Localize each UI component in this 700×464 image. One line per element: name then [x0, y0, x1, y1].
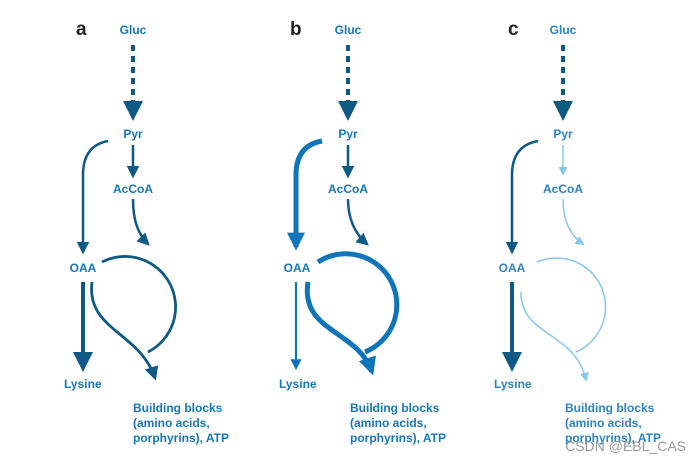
panel-letter-b: b: [290, 19, 302, 40]
accoa-label: AcCoA: [113, 182, 153, 196]
panel-a: a Gluc Pyr AcCoA OAA Lysine Building blo…: [64, 19, 229, 445]
oaa-label: OAA: [70, 261, 97, 275]
pyr-label: Pyr: [338, 127, 358, 141]
cycle-to-building-blocks-arrow: [520, 291, 589, 382]
lysine-label: Lysine: [279, 377, 317, 391]
tca-cycle-arc: [101, 255, 177, 354]
panel-letter-a: a: [76, 19, 87, 40]
panel-c: c Gluc Pyr AcCoA OAA Lysine Building blo…: [494, 19, 661, 445]
panel-b: b Gluc Pyr AcCoA OAA Lysine Building blo…: [279, 19, 446, 445]
tca-cycle-arc: [316, 251, 400, 355]
accoa-to-cycle-arrow: [346, 198, 369, 246]
lysine-label: Lysine: [64, 377, 102, 391]
cycle-to-building-blocks-arrow: [304, 281, 376, 376]
pyr-to-oaa-arrow: [76, 139, 109, 255]
pyr-label: Pyr: [123, 127, 143, 141]
cycle-to-building-blocks-arrow: [90, 281, 159, 381]
building-blocks-line1: Building blocks: [565, 401, 655, 415]
building-blocks-line1: Building blocks: [350, 401, 440, 415]
lysine-label: Lysine: [494, 377, 532, 391]
gluc-label: Gluc: [550, 23, 577, 37]
building-blocks-line3: porphyrins), ATP: [350, 431, 446, 445]
pyr-to-oaa-arrow: [287, 138, 323, 251]
accoa-to-cycle-arrow: [562, 198, 585, 245]
building-blocks-line2: (amino acids,: [133, 416, 210, 430]
accoa-label: AcCoA: [328, 182, 368, 196]
oaa-label: OAA: [499, 261, 526, 275]
building-blocks-line2: (amino acids,: [565, 416, 642, 430]
accoa-label: AcCoA: [543, 182, 583, 196]
pyr-label: Pyr: [553, 127, 573, 141]
building-blocks-line1: Building blocks: [133, 401, 223, 415]
gluc-label: Gluc: [335, 23, 362, 37]
building-blocks-line3: porphyrins), ATP: [133, 431, 229, 445]
pyr-to-oaa-arrow: [505, 139, 539, 255]
accoa-to-cycle-arrow: [131, 198, 150, 246]
watermark-text: CSDN @EBL_CAS: [565, 438, 686, 454]
building-blocks-line2: (amino acids,: [350, 416, 427, 430]
building-blocks-line3: porphyrins), ATP: [565, 431, 661, 445]
tca-cycle-arc: [536, 257, 607, 353]
oaa-label: OAA: [284, 261, 311, 275]
panel-letter-c: c: [508, 19, 519, 40]
gluc-label: Gluc: [120, 23, 147, 37]
